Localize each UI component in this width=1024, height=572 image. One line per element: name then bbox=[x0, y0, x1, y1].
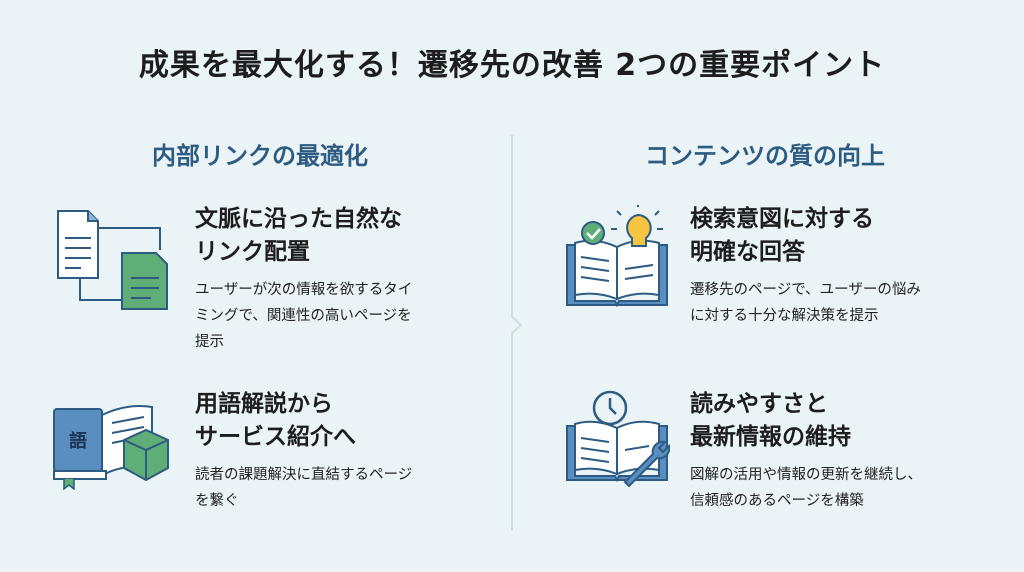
body-line: ユーザーが次の情報を欲するタイ bbox=[195, 282, 413, 298]
glossary-book-box-icon: 語 bbox=[53, 405, 169, 490]
book-lightbulb-check-icon bbox=[566, 205, 668, 308]
item-body: 遷移先のページで、ユーザーの悩みに対する十分な解決策を提示 bbox=[690, 277, 921, 329]
title-line: 用語解説から bbox=[195, 391, 333, 417]
title-line: 明確な回答 bbox=[690, 239, 805, 265]
book-clock-wrench-icon bbox=[566, 390, 670, 488]
title-line: 文脈に沿った自然な bbox=[195, 206, 402, 232]
page-title: 成果を最大化する！遷移先の改善 2つの重要ポイント bbox=[138, 48, 886, 83]
section-heading-content-quality: コンテンツの質の向上 bbox=[645, 142, 885, 170]
chevron-right-icon bbox=[502, 315, 522, 335]
body-line: を繋ぐ bbox=[195, 493, 239, 509]
title-line: サービス紹介へ bbox=[195, 424, 356, 450]
linked-documents-icon bbox=[57, 210, 168, 310]
item-title: 読みやすさと最新情報の維持 bbox=[690, 388, 922, 454]
title-line: 読みやすさと bbox=[690, 391, 828, 417]
body-line: 遷移先のページで、ユーザーの悩み bbox=[690, 282, 921, 298]
body-line: ミングで、関連性の高いページを bbox=[195, 308, 412, 324]
section-heading-internal-links: 内部リンクの最適化 bbox=[152, 142, 368, 170]
body-line: 提示 bbox=[195, 334, 224, 350]
item-title: 文脈に沿った自然なリンク配置 bbox=[195, 203, 412, 269]
item-natural-link-placement: 文脈に沿った自然なリンク配置 ユーザーが次の情報を欲するタイミングで、関連性の高… bbox=[195, 203, 412, 355]
body-line: 読者の課題解決に直結するページ bbox=[195, 467, 413, 483]
item-title: 検索意図に対する明確な回答 bbox=[690, 203, 921, 269]
body-line: に対する十分な解決策を提示 bbox=[690, 308, 879, 324]
item-body: 図解の活用や情報の更新を継続し、信頼感のあるページを構築 bbox=[690, 462, 922, 514]
item-clear-answer: 検索意図に対する明確な回答 遷移先のページで、ユーザーの悩みに対する十分な解決策… bbox=[690, 203, 921, 329]
item-body: 読者の課題解決に直結するページを繋ぐ bbox=[195, 462, 412, 514]
body-line: 図解の活用や情報の更新を継続し、 bbox=[690, 467, 922, 483]
item-glossary-to-service: 用語解説からサービス紹介へ 読者の課題解決に直結するページを繋ぐ bbox=[195, 388, 412, 514]
item-readability-freshness: 読みやすさと最新情報の維持 図解の活用や情報の更新を継続し、信頼感のあるページを… bbox=[690, 388, 922, 514]
glossary-char: 語 bbox=[69, 430, 87, 452]
item-title: 用語解説からサービス紹介へ bbox=[195, 388, 412, 454]
body-line: 信頼感のあるページを構築 bbox=[690, 493, 864, 509]
title-line: リンク配置 bbox=[195, 239, 310, 265]
title-line: 最新情報の維持 bbox=[690, 424, 851, 450]
item-body: ユーザーが次の情報を欲するタイミングで、関連性の高いページを提示 bbox=[195, 277, 412, 355]
title-line: 検索意図に対する bbox=[690, 206, 874, 232]
